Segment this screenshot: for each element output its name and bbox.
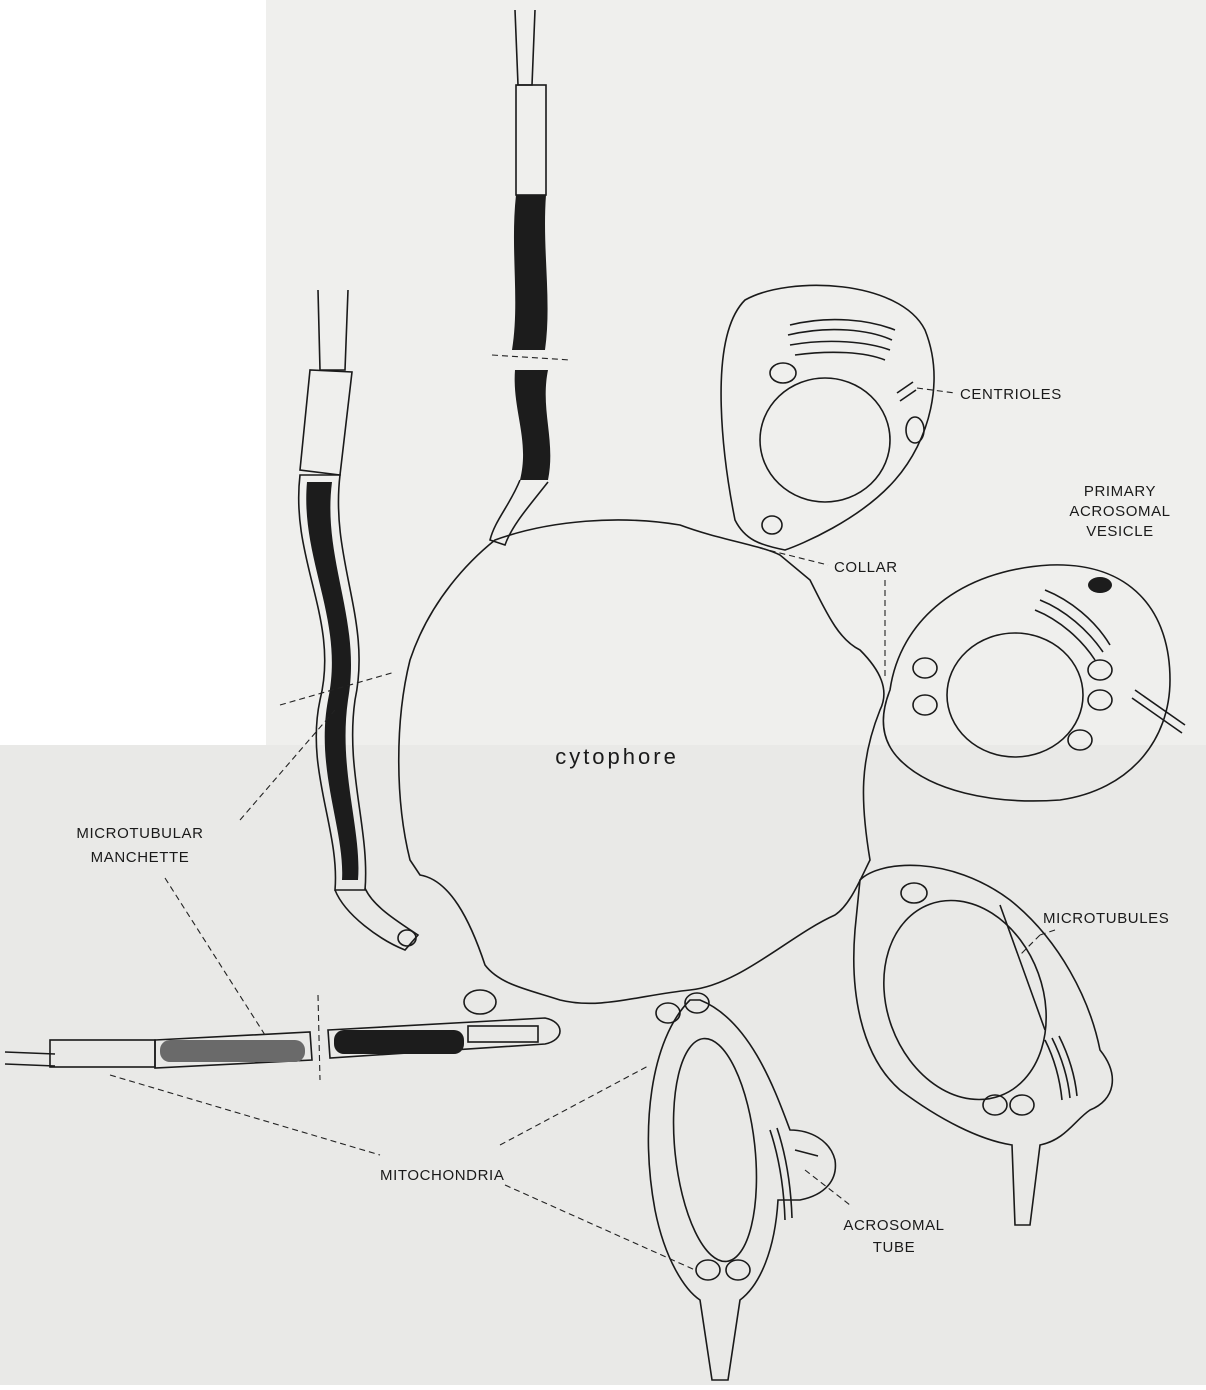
label-vesicle-line-3: VESICLE [1086, 523, 1154, 540]
label-acrosomal-tube-line-1: ACROSOMAL [843, 1217, 944, 1234]
label-mitochondria: MITOCHONDRIA [380, 1167, 504, 1184]
label-acrosomal-tube-line-2: TUBE [873, 1239, 915, 1256]
label-cytophore: cytophore [555, 744, 679, 769]
label-acrosomal-line-2: ACROSOMAL [1069, 503, 1170, 520]
label-collar: COLLAR [834, 559, 898, 576]
label-primary-line-1: PRIMARY [1084, 483, 1156, 500]
label-centrioles: CENTRIOLES [960, 386, 1062, 403]
label-microtubular-line-1: MICROTUBULAR [76, 825, 203, 842]
label-microtubules: MICROTUBULES [1043, 910, 1169, 927]
label-manchette-line-2: MANCHETTE [91, 849, 190, 866]
